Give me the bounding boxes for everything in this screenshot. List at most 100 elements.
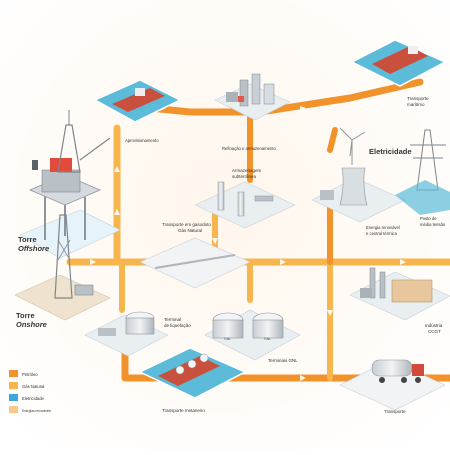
- gnl-tank-1-body: [212, 319, 244, 339]
- line-electricity: [327, 127, 338, 153]
- label-energia-renovavel-1: Energia renovável: [366, 225, 400, 230]
- aprovisionamento-tile: [93, 79, 182, 123]
- aprovisionamento-ship-bridge: [135, 88, 145, 96]
- label-industria-2: CCGT: [428, 329, 441, 334]
- label-industria-1: Indústria: [425, 323, 443, 328]
- metaneiro-tank-2: [187, 359, 197, 369]
- onshore-derrick: [54, 214, 73, 299]
- aprovisionamento-ship-hull: [112, 88, 165, 112]
- onshore-unit: [74, 284, 94, 296]
- metaneiro-tank-1: [175, 365, 185, 375]
- energia-renovavel-tile: [311, 127, 406, 223]
- cooling-tower: [339, 167, 368, 206]
- label-eletricidade: Eletricidade: [369, 147, 412, 156]
- armazenagem-pipe-3: [254, 195, 274, 202]
- gasoduto-base: [139, 237, 251, 289]
- label-gasoduto-1: Transporte em gasoduto: [162, 222, 211, 227]
- offshore-crane: [79, 137, 111, 161]
- onshore-tower: [14, 214, 111, 321]
- label-terminal-liq-2: de liquefação: [164, 323, 191, 328]
- label-torre-offshore-1: Torre: [18, 235, 37, 244]
- label-posto-1: Posto de: [420, 216, 437, 221]
- renovavel-building: [320, 190, 334, 200]
- label-transporte-maritimo-1: Transporte: [407, 96, 429, 101]
- arrow-right-2: [300, 106, 306, 112]
- legend: Petróleo Gás Natural Eletricidade Energi…: [9, 370, 51, 413]
- arrow-right-4: [280, 259, 286, 265]
- wind-blade-1: [339, 127, 353, 141]
- label-terminal-liq-1: Terminal: [164, 317, 181, 322]
- label-transporte-maritimo-2: marítimo: [407, 102, 425, 107]
- gnl-tank-2-label: GNL: [264, 337, 271, 341]
- truck-wheel-3: [415, 377, 421, 383]
- arrow-down-2: [212, 238, 218, 244]
- label-refinacao: Refinação e armazenamento: [222, 146, 276, 151]
- refinaria-tile: [214, 73, 291, 121]
- terminais-gnl-tile: GNL GNL: [204, 309, 301, 361]
- refinaria-accent: [238, 96, 244, 102]
- posto-tile: [395, 180, 450, 215]
- industria-chimney-1: [369, 267, 376, 299]
- transporte-truck-tile: [339, 359, 446, 411]
- label-armazenagem-1: Armazenagem: [232, 168, 262, 173]
- industria-chimney-2: [379, 271, 386, 299]
- legend-label-gas-natural: Gás Natural: [22, 384, 44, 389]
- gnl-tank-1-label: GNL: [224, 337, 231, 341]
- armazenagem-pipe-1: [217, 181, 225, 211]
- legend-swatch-energias: [9, 406, 18, 413]
- legend-swatch-petroleo: [9, 370, 18, 377]
- label-torre-offshore-2: Offshore: [18, 244, 49, 253]
- arrow-right-7: [300, 375, 306, 381]
- metaneiro-tile: [138, 347, 247, 399]
- gnl-tank-2-body: [252, 319, 284, 339]
- maritimo-ship-bridge: [408, 46, 418, 54]
- label-transporte: Transporte: [384, 409, 406, 414]
- truck-wheel-1: [379, 377, 385, 383]
- refinaria-column-1: [239, 79, 249, 107]
- armazenagem-pipe-2: [237, 191, 245, 217]
- industria-building: [391, 279, 433, 303]
- arrow-up-1: [114, 209, 120, 215]
- label-terminais-gnl: Terminais GNL: [268, 358, 298, 363]
- industria-unit: [360, 288, 372, 298]
- offshore-module: [41, 169, 81, 193]
- onshore-brace-2: [57, 239, 71, 261]
- truck-cab: [412, 364, 424, 376]
- liquefacao-unit: [98, 328, 116, 336]
- legend-label-energias: Energias renováveis: [22, 409, 51, 413]
- label-torre-onshore-1: Torre: [16, 311, 35, 320]
- label-aprovisionamento: Aprovisionamento: [125, 138, 159, 143]
- metaneiro-ship-hull: [158, 356, 220, 386]
- offshore-tower: [19, 110, 121, 259]
- gasoduto-tile: [139, 237, 251, 289]
- arrow-right-3: [90, 259, 96, 265]
- arrow-down-1: [327, 310, 333, 316]
- industria-tile: [349, 267, 450, 321]
- truck-wheel-2: [401, 377, 407, 383]
- legend-label-eletricidade: Eletricidade: [22, 396, 45, 401]
- wind-blade-2: [351, 131, 366, 141]
- label-gasoduto-2: Gás Natural: [178, 228, 202, 233]
- arrow-right-5: [400, 259, 406, 265]
- legend-label-petroleo: Petróleo: [22, 372, 38, 377]
- refinaria-column-2: [251, 73, 261, 105]
- label-transporte-metaneiro: Transporte metaneiro: [162, 408, 205, 413]
- metaneiro-tank-3: [199, 353, 209, 363]
- transporte-maritimo-tile: [350, 39, 447, 87]
- liquefacao-base: [84, 314, 169, 357]
- wind-blade-3: [349, 139, 353, 157]
- legend-swatch-gas-natural: [9, 382, 18, 389]
- label-armazenagem-2: subterrânea: [232, 174, 257, 179]
- refinaria-column-3: [263, 83, 275, 105]
- refinaria-unit: [226, 92, 238, 102]
- offshore-block: [50, 158, 72, 172]
- offshore-helideck: [32, 160, 38, 170]
- terminal-liquefacao-tile: [84, 311, 169, 357]
- truck-tank: [371, 359, 413, 377]
- label-posto-2: média tensão: [420, 222, 446, 227]
- offshore-derrick: [57, 124, 81, 173]
- posto-water: [395, 180, 450, 215]
- label-energia-renovavel-2: e central térmica: [366, 231, 398, 236]
- armazenagem-tile: [194, 181, 296, 229]
